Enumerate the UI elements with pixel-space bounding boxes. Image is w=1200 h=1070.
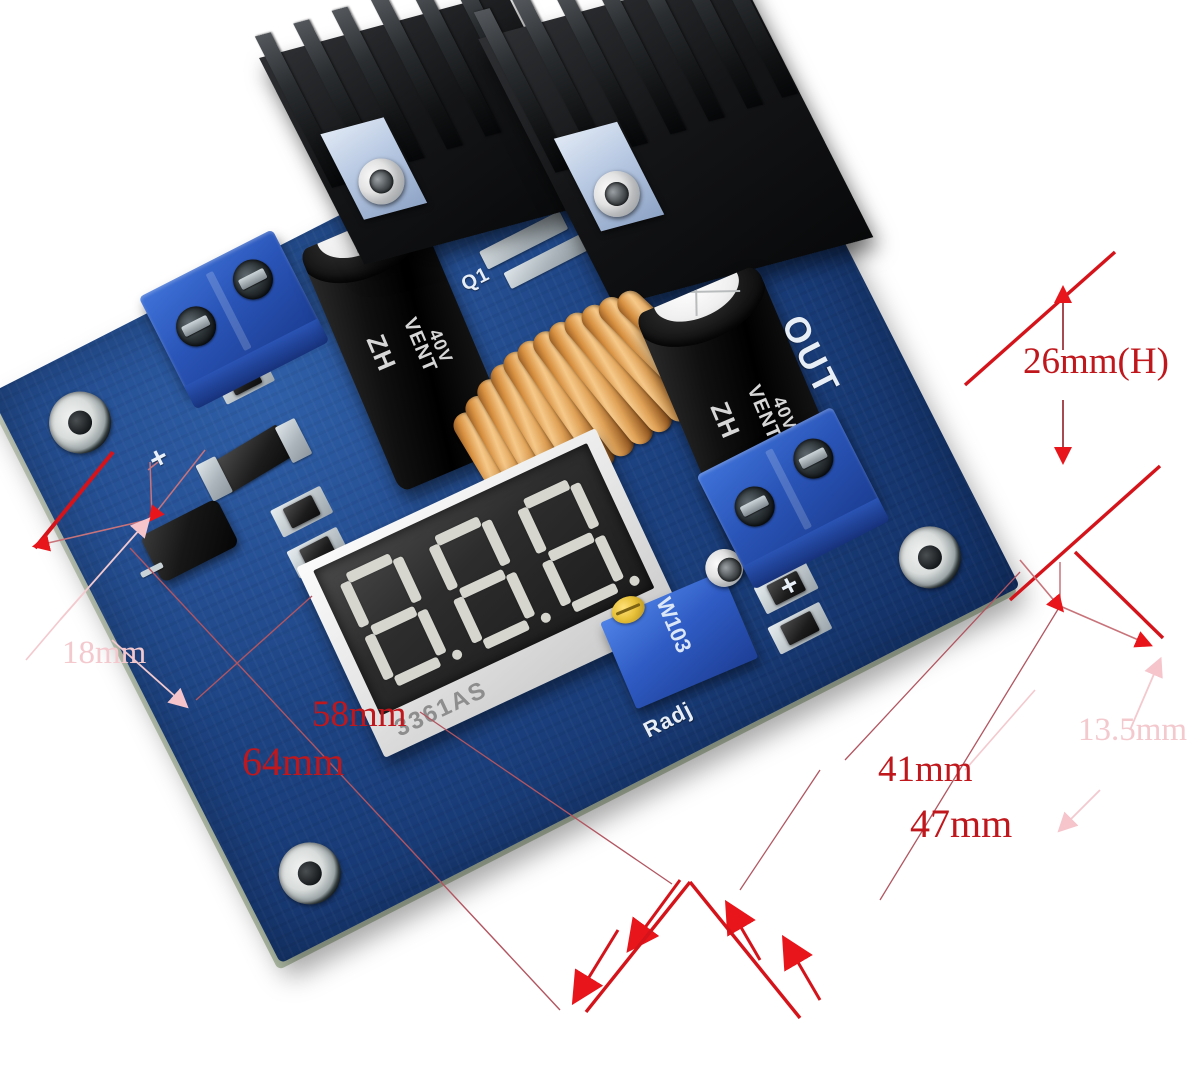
trimmer-marking: W103 [651, 593, 697, 657]
capacitor-marking-brand: ZH [360, 330, 403, 376]
segment-d [482, 619, 531, 650]
segment-b [569, 481, 600, 530]
segment-c [594, 534, 625, 583]
output-screw-positive[interactable] [786, 431, 841, 486]
segment-g [369, 605, 418, 636]
segment-d [393, 656, 442, 687]
segment-a [522, 479, 571, 510]
decimal-point [539, 611, 553, 625]
output-screw-negative[interactable] [727, 479, 782, 534]
dim-label-64mm: 64mm [242, 739, 345, 784]
segment-f [516, 506, 548, 555]
segment-c [505, 571, 536, 620]
segment-e [364, 632, 395, 681]
segment-a [345, 553, 394, 584]
segment-b [392, 555, 423, 604]
segment-a [433, 516, 483, 547]
pcb-module: + ZH VENT 40V Q1 [0, 0, 1021, 971]
decimal-point [627, 574, 642, 588]
dim-label-41mm: 41mm [878, 749, 973, 790]
dim-label-47mm: 47mm [910, 801, 1013, 846]
dim-label-18mm: 18mm [62, 635, 147, 671]
dim-label-26mm-height: 26mm(H) [1023, 341, 1169, 382]
dim-label-13-5mm: 13.5mm [1078, 712, 1188, 748]
capacitor-marking-brand: ZH [704, 397, 747, 443]
decimal-point [450, 648, 464, 662]
segment-f [428, 543, 459, 592]
segment-e [541, 558, 572, 608]
dim-bottom-crossing-rails [584, 880, 802, 1020]
segment-e [452, 595, 484, 644]
segment-g [547, 531, 596, 563]
segment-g [458, 568, 507, 599]
segment-f [339, 580, 370, 629]
display-digit-1 [334, 548, 464, 693]
input-screw-negative[interactable] [169, 299, 223, 354]
segment-b [480, 518, 512, 567]
dim-label-58mm: 58mm [312, 694, 407, 735]
input-screw-positive[interactable] [226, 252, 280, 307]
display-digit-2 [423, 511, 553, 656]
display-digit-3 [512, 474, 642, 619]
segment-c [416, 608, 447, 657]
